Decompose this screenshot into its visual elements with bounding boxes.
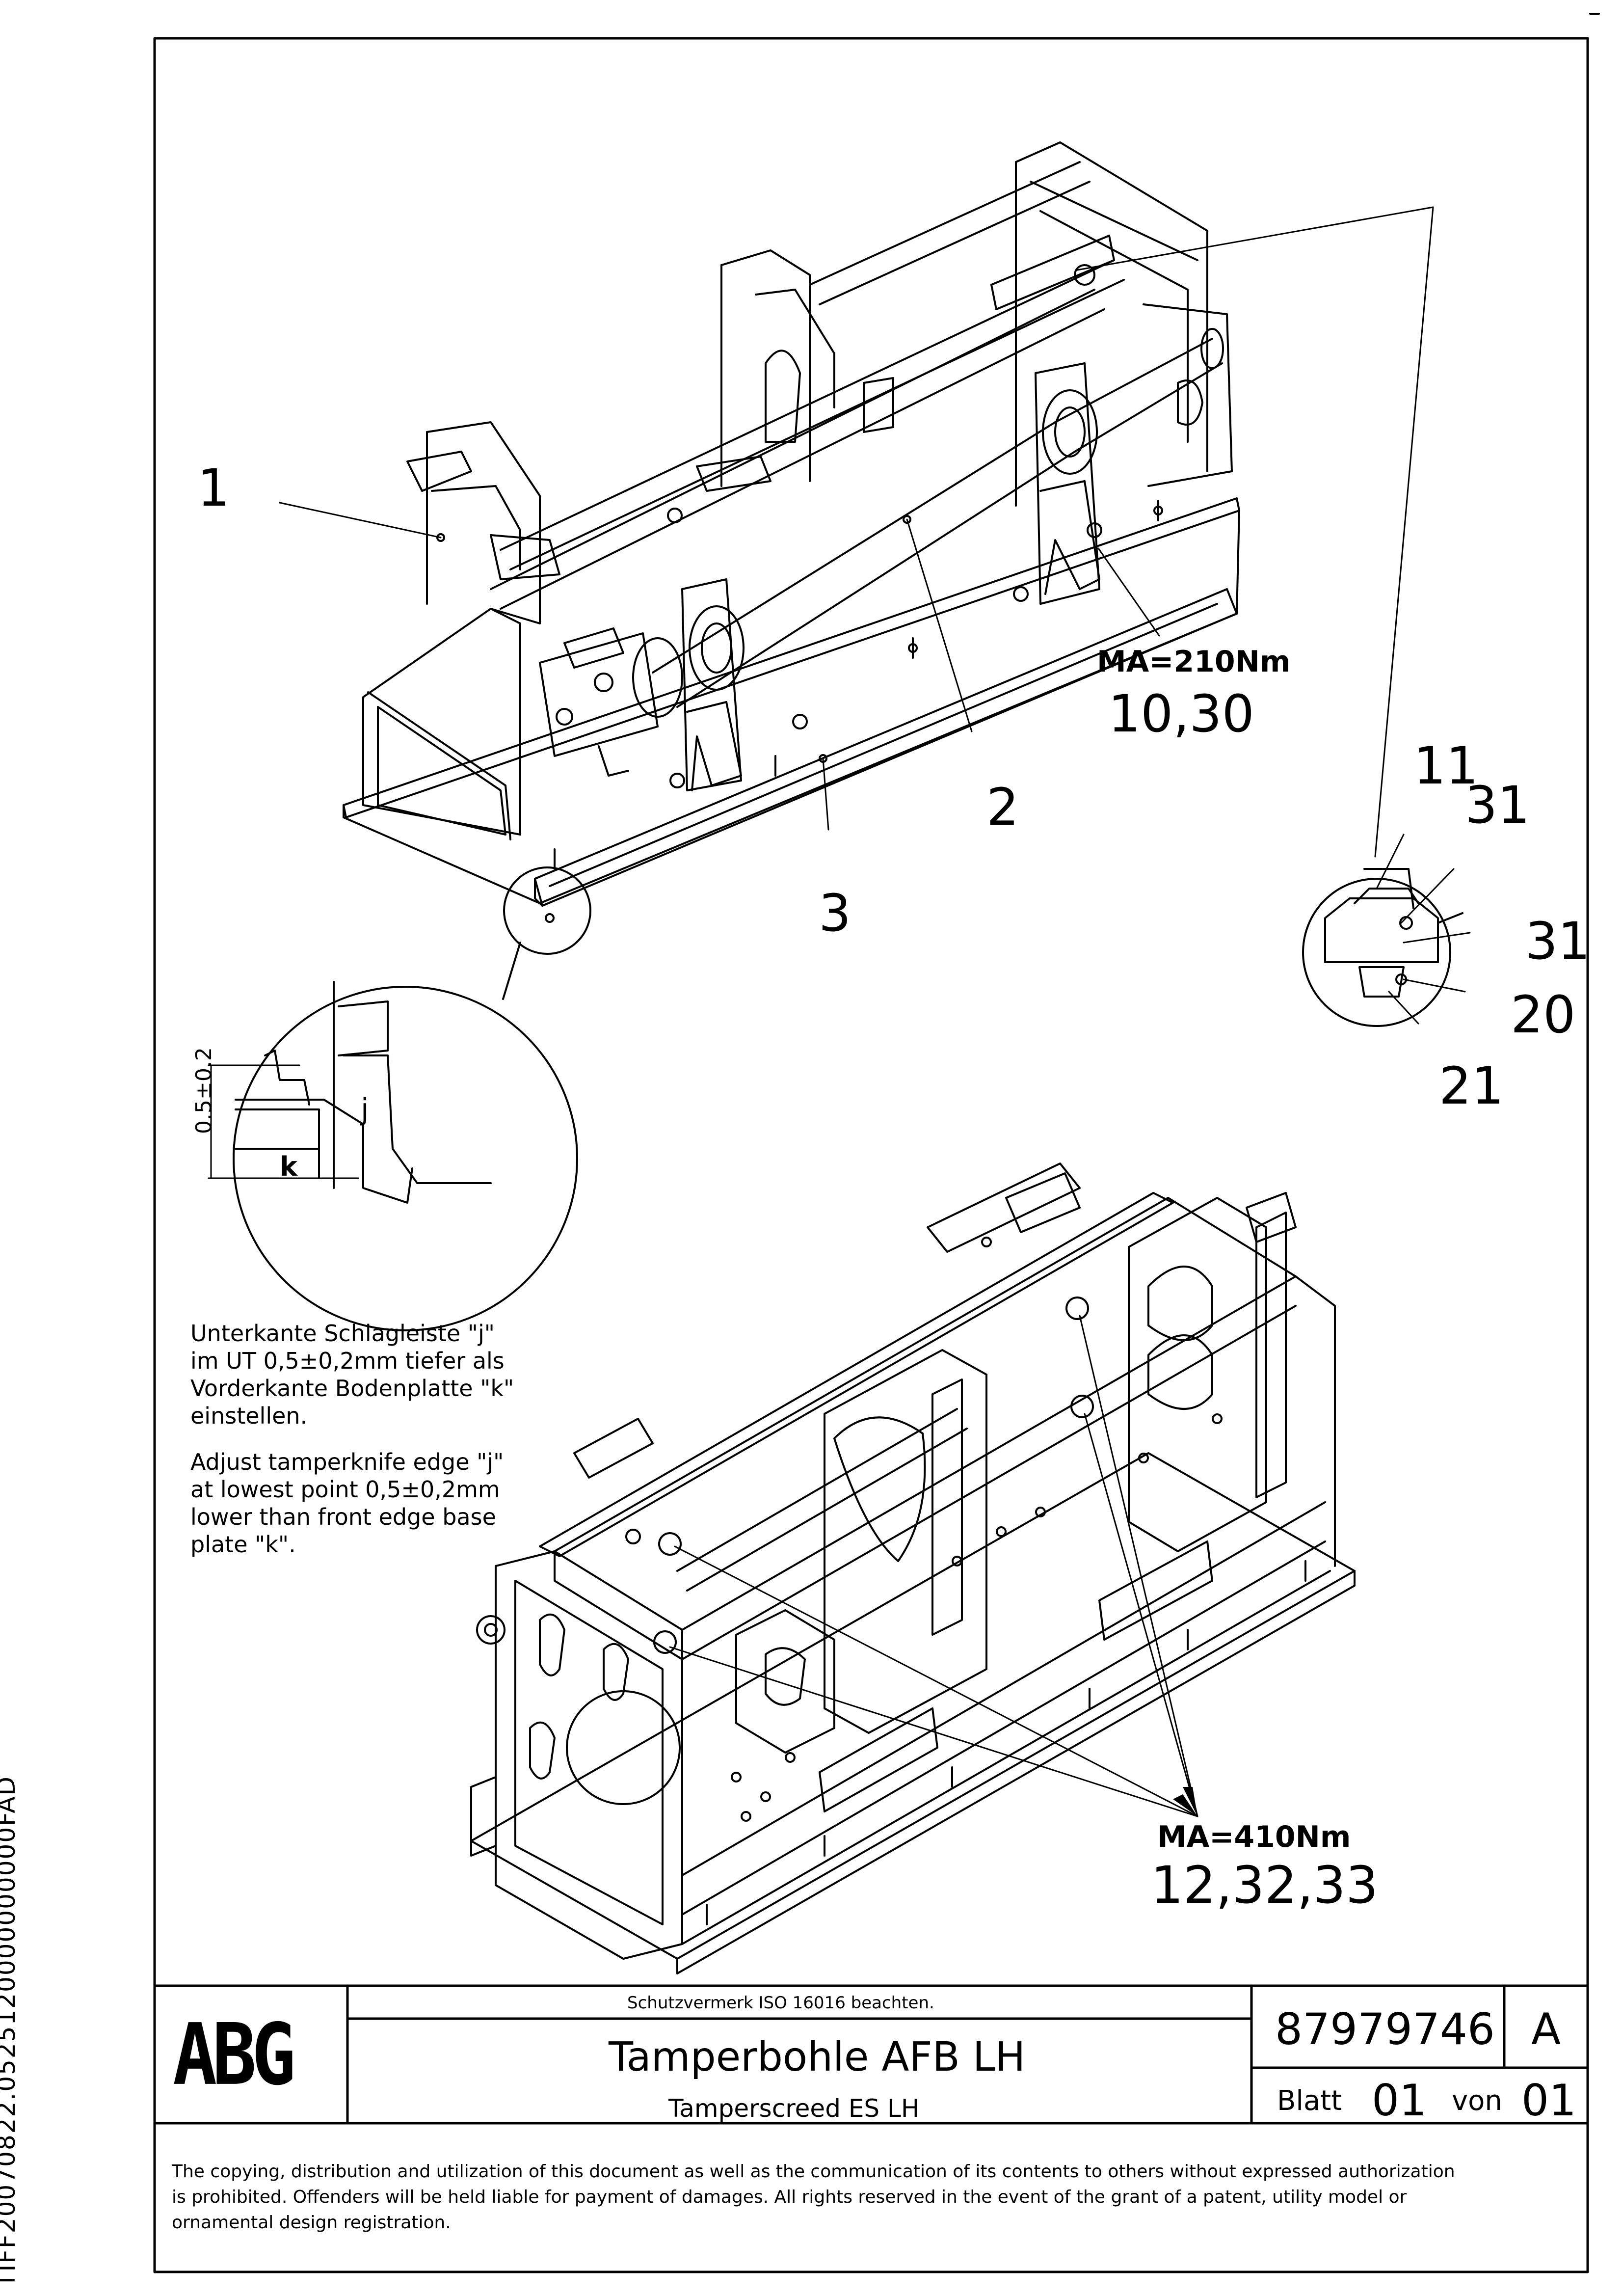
detail-ref-31-b: 31 [1525,911,1591,971]
of-label: von [1452,2085,1502,2117]
leader-lines [279,206,1471,1817]
title-block-grid [153,1984,1589,2125]
detail-label-k: k [280,1151,297,1182]
torque-refs-upper: 10,30 [1108,684,1254,744]
torque-label-upper: MA=210Nm [1097,645,1291,679]
side-file-id: TIFF20070822.0525120000000000FAD [0,1775,21,2288]
part-label-1: 1 [197,458,230,518]
detail-label-j: j [361,1092,369,1127]
part-label-3: 3 [819,883,851,943]
title-english: Tamperscreed ES LH [668,2094,920,2123]
sheet-number: 01 [1372,2075,1427,2126]
upper-assembly-illustration [343,141,1240,923]
note-german: Unterkante Schlagleiste "j" im UT 0,5±0,… [190,1320,514,1429]
drawing-frame [153,37,1589,2273]
detail-source-circle [503,866,591,955]
leader-arrowheads [1173,1787,1197,1816]
detail-ref-11: 11 [1413,736,1479,796]
bolt-detail [1302,868,1463,1027]
copyright-notice: The copying, distribution and utilizatio… [172,2161,1455,2233]
revision-letter: A [1531,2004,1561,2054]
detail-ref-21: 21 [1439,1056,1504,1116]
lower-assembly-illustration [470,1162,1356,1974]
tolerance-detail [208,866,591,1331]
detail-magnified-circle [233,986,578,1331]
bolt-detail-circle [1302,878,1451,1027]
protection-notice: Schutzvermerk ISO 16016 beachten. [627,1993,934,2013]
note-english: Adjust tamperknife edge "j" at lowest po… [190,1449,504,1558]
title-german: Tamperbohle AFB LH [609,2034,1026,2080]
torque-label-lower: MA=410Nm [1157,1820,1351,1854]
tolerance-dimension: 0.5±0.2 [191,1047,216,1134]
total-sheets: 01 [1521,2075,1576,2126]
sheet-label: Blatt [1277,2085,1342,2117]
part-label-2: 2 [986,777,1019,837]
detail-ref-20: 20 [1511,985,1576,1045]
abg-logo: ABG [173,2006,296,2105]
detail-ref-31-a: 31 [1465,775,1530,835]
torque-refs-lower: 12,32,33 [1151,1855,1379,1915]
document-number: 87979746 [1275,2004,1495,2054]
